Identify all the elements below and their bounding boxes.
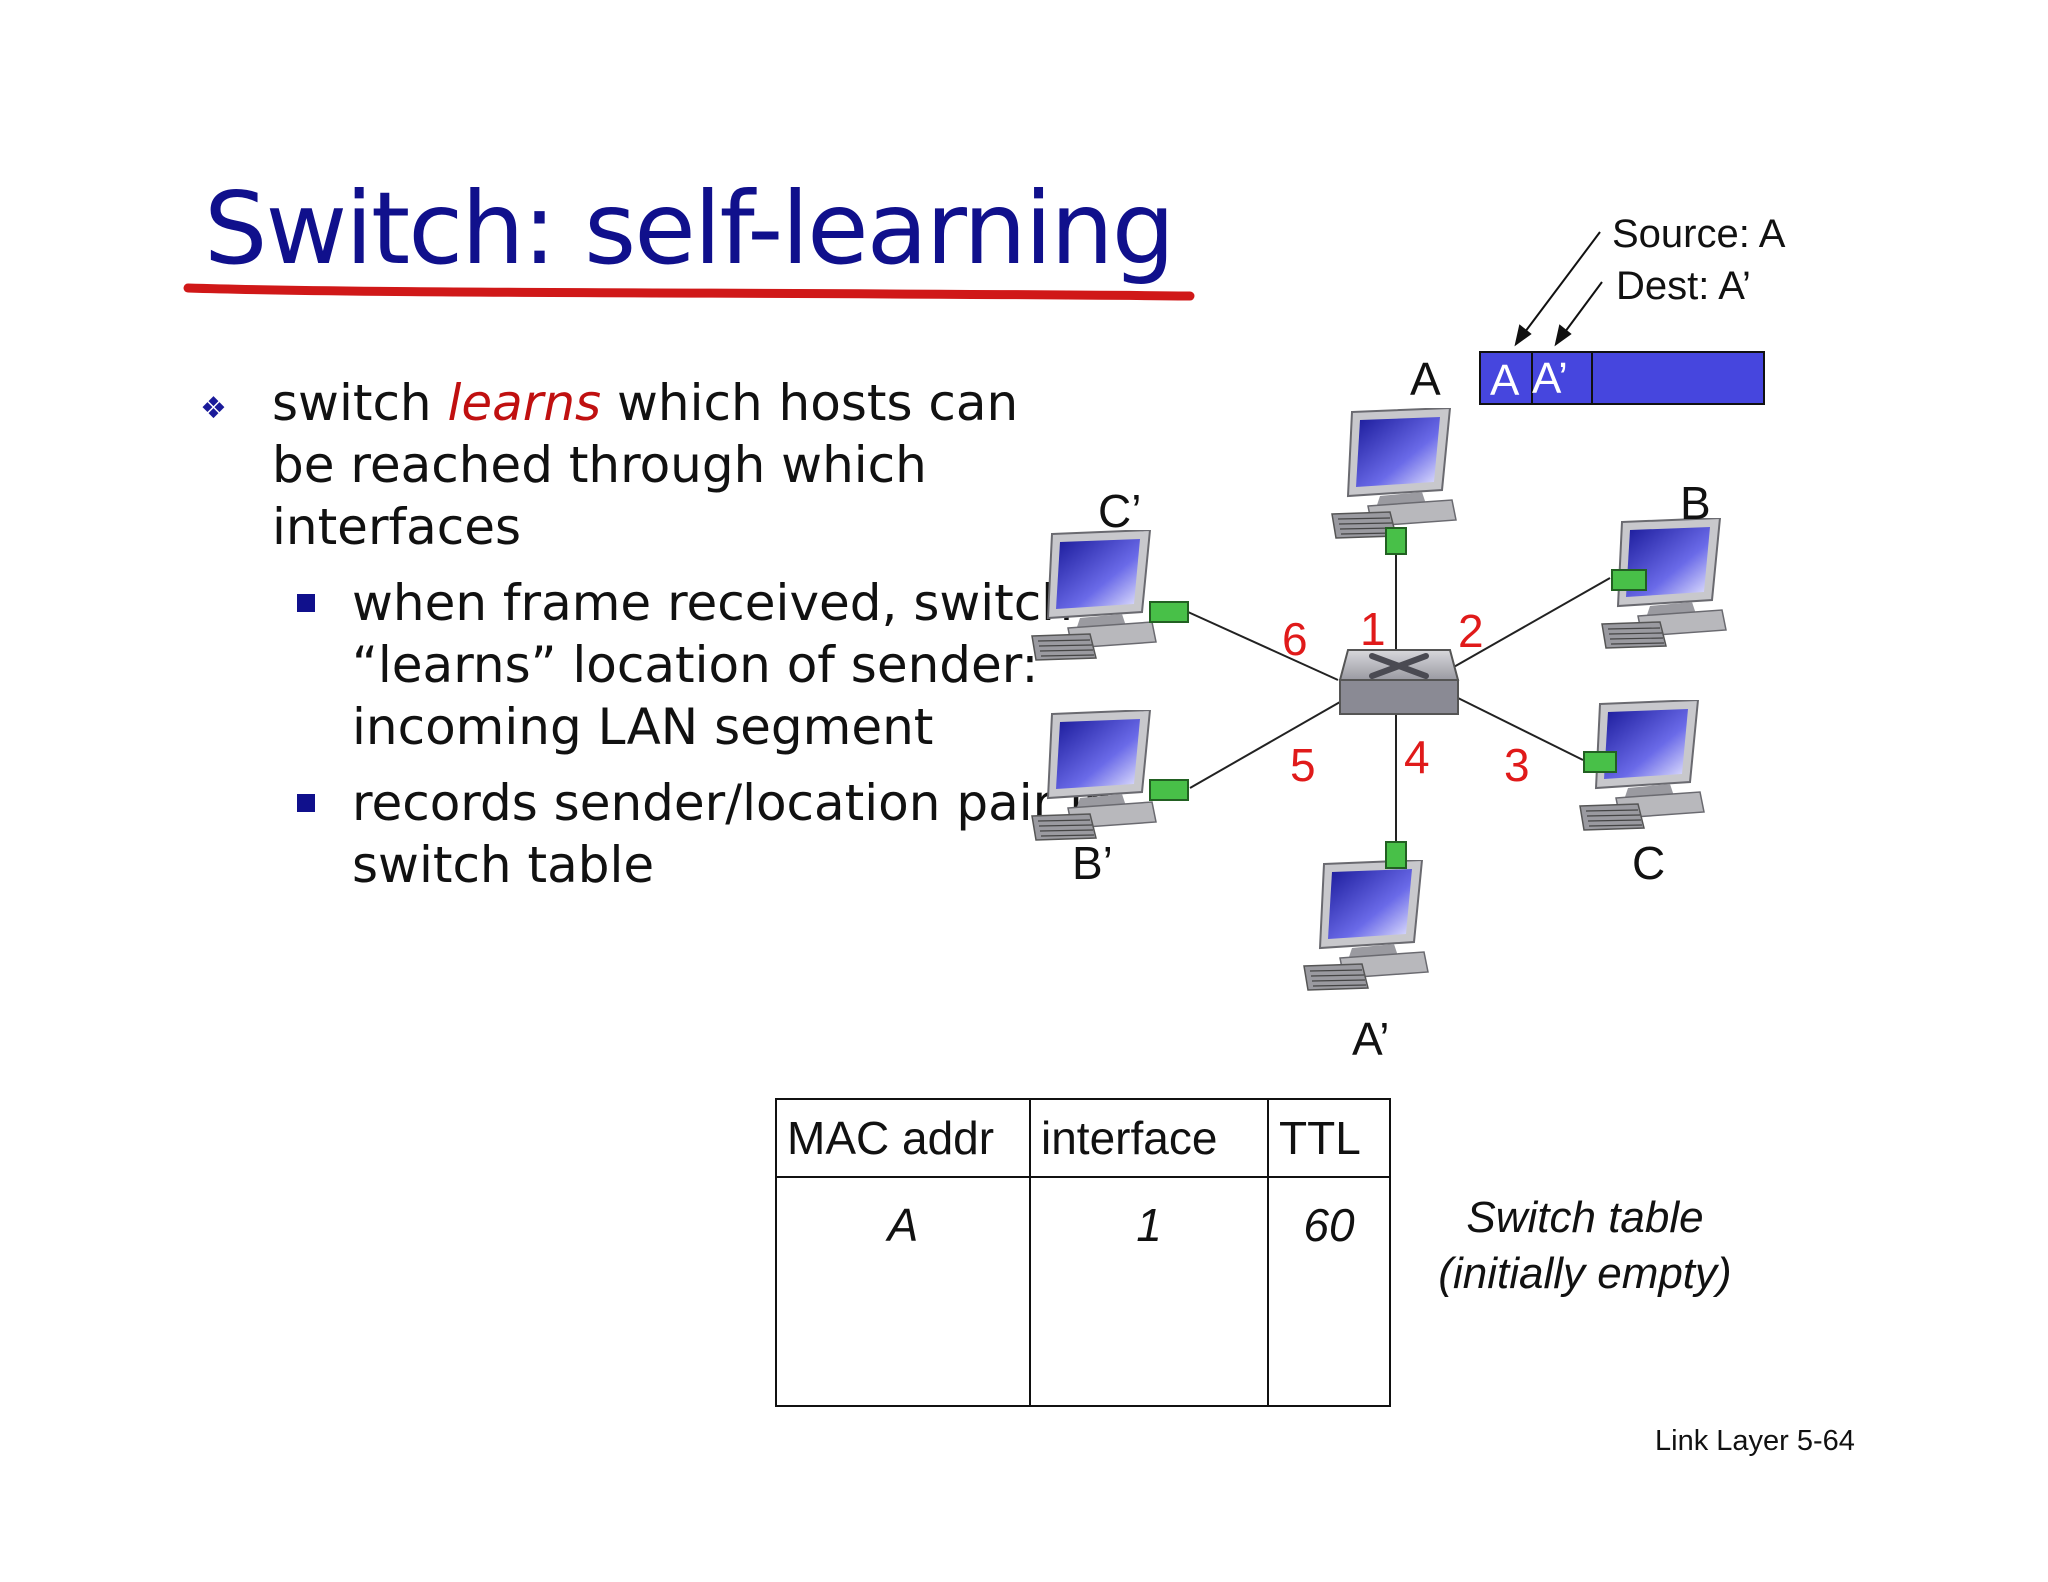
bullet-text-post: which hosts can be reached through which… — [272, 374, 1019, 556]
sub-bullet-text: records sender/location pair in switch t… — [352, 774, 1115, 894]
host-c-prime-label: C’ — [1098, 485, 1142, 537]
frame-arrows — [1514, 231, 1603, 347]
cell-interface: 1 — [1029, 1176, 1269, 1407]
bullet-item: ❖ switch learns which hosts can be reach… — [200, 372, 1032, 558]
square-bullet-icon — [297, 594, 315, 612]
port-label-3: 3 — [1504, 739, 1530, 791]
sub-bullet-text: when frame received, switch “learns” loc… — [352, 574, 1073, 756]
slide-footer: Link Layer 5-64 — [1655, 1425, 1855, 1457]
switch-icon — [1338, 649, 1460, 715]
diamond-bullet-icon: ❖ — [200, 391, 227, 426]
port-label-6: 6 — [1282, 613, 1308, 665]
dest-label: Dest: A’ — [1616, 264, 1751, 308]
square-bullet-icon — [297, 794, 315, 812]
table-caption-line2: (initially empty) — [1438, 1249, 1732, 1298]
column-header-ttl: TTL — [1267, 1098, 1391, 1178]
table-caption-line1: Switch table — [1466, 1193, 1704, 1242]
frame-field-dest: A’ — [1532, 354, 1568, 403]
sub-bullet-item: records sender/location pair in switch t… — [200, 772, 1152, 896]
switch-table: MAC addr interface TTL A 1 60 — [775, 1098, 1391, 1407]
cell-ttl: 60 — [1267, 1176, 1391, 1407]
nic-connectors — [1149, 527, 1647, 869]
table-caption: Switch table (initially empty) — [1420, 1190, 1750, 1302]
host-a-prime-computer-icon — [1303, 860, 1429, 991]
title-underline — [183, 283, 1195, 301]
host-c-prime-computer-icon — [1031, 530, 1157, 661]
host-b-prime-label: B’ — [1072, 837, 1113, 889]
column-header-mac: MAC addr — [775, 1098, 1031, 1178]
table-header-row: MAC addr interface TTL — [775, 1098, 1391, 1178]
port-label-4: 4 — [1404, 731, 1430, 783]
port-label-1: 1 — [1360, 603, 1386, 655]
column-header-interface: interface — [1029, 1098, 1269, 1178]
bullet-emphasis: learns — [447, 374, 602, 432]
host-a-label: A — [1410, 353, 1441, 405]
link-lines — [1187, 552, 1611, 842]
bullet-list: ❖ switch learns which hosts can be reach… — [200, 372, 1152, 896]
host-a-computer-icon — [1331, 408, 1457, 539]
host-b-prime-computer-icon — [1031, 710, 1157, 841]
host-a-prime-label: A’ — [1352, 1013, 1390, 1065]
host-b-label: B — [1680, 477, 1711, 529]
sub-bullet-item: when frame received, switch “learns” loc… — [200, 572, 1152, 758]
port-label-5: 5 — [1290, 739, 1316, 791]
frame-packet — [1479, 351, 1765, 405]
bullet-text-pre: switch — [272, 374, 448, 432]
cell-mac: A — [775, 1176, 1031, 1407]
slide-title: Switch: self-learning — [204, 170, 1175, 287]
frame-field-source: A — [1490, 356, 1520, 405]
source-label: Source: A — [1612, 212, 1786, 256]
port-label-2: 2 — [1458, 605, 1484, 657]
host-c-label: C — [1632, 837, 1666, 889]
table-row: A 1 60 — [775, 1176, 1391, 1407]
